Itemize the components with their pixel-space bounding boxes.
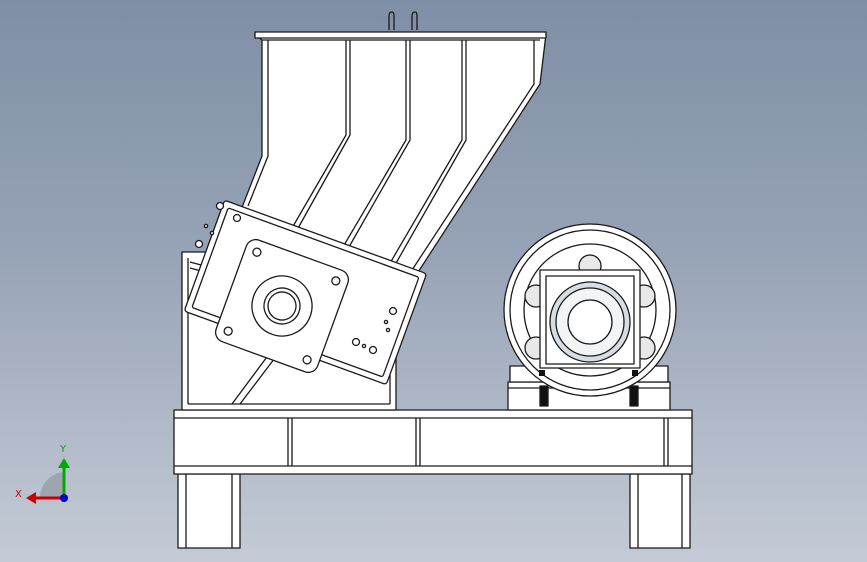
y-axis-label: Y (59, 444, 67, 455)
right-leg (629, 473, 691, 549)
lifting-hooks (388, 11, 418, 30)
base-frame (173, 409, 693, 475)
axis-triad-icon: Y X (15, 444, 70, 504)
x-axis-label: X (15, 489, 22, 500)
z-axis-icon (60, 494, 68, 502)
left-leg (177, 473, 241, 549)
rotor-bearing (214, 238, 350, 374)
hub-bolts (539, 370, 638, 376)
plate-bolts (194, 201, 398, 355)
pulley-hub (549, 281, 631, 363)
